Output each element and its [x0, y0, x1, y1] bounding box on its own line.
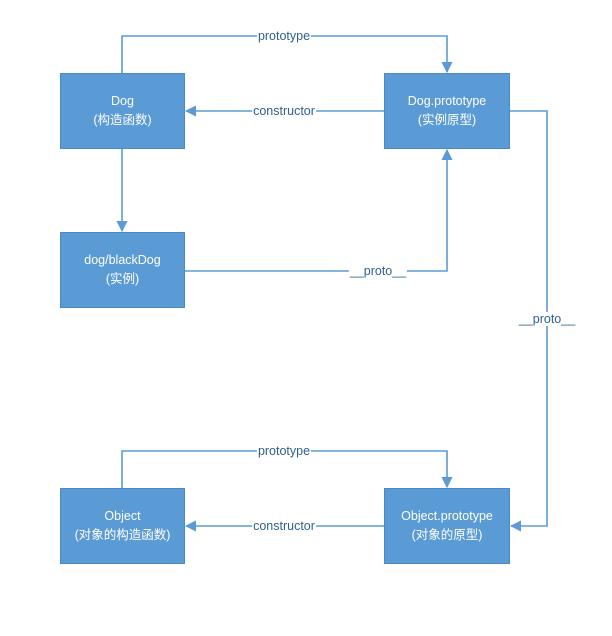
- node-dog-constructor: Dog (构造函数): [60, 73, 185, 149]
- label-object-prototype: prototype: [256, 444, 312, 458]
- node-instance-subtitle: (实例): [105, 272, 140, 286]
- node-dog-prototype-title: Dog.prototype: [407, 94, 487, 108]
- node-object-prototype-title: Object.prototype: [401, 509, 493, 523]
- node-instance: dog/blackDog (实例): [60, 232, 185, 308]
- node-object-prototype: Object.prototype (对象的原型): [384, 488, 510, 564]
- label-dog-prototype: prototype: [256, 29, 312, 43]
- node-object-constructor: Object (对象的构造函数): [60, 488, 185, 564]
- node-object-title: Object: [104, 509, 141, 523]
- label-dog-constructor: constructor: [252, 104, 316, 118]
- edge-instance-proto: [185, 148, 453, 272]
- node-object-prototype-subtitle: (对象的原型): [411, 528, 483, 542]
- node-dog-subtitle: (构造函数): [93, 113, 152, 127]
- node-dog-prototype: Dog.prototype (实例原型): [384, 73, 510, 149]
- node-dog-title: Dog: [111, 94, 134, 108]
- node-instance-title: dog/blackDog: [84, 253, 161, 267]
- node-dog-prototype-subtitle: (实例原型): [417, 113, 477, 127]
- label-object-constructor: constructor: [252, 519, 316, 533]
- label-prototype-chain: __proto__: [517, 312, 577, 326]
- label-instance-proto: __proto__: [348, 264, 408, 278]
- node-object-subtitle: (对象的构造函数): [74, 528, 171, 542]
